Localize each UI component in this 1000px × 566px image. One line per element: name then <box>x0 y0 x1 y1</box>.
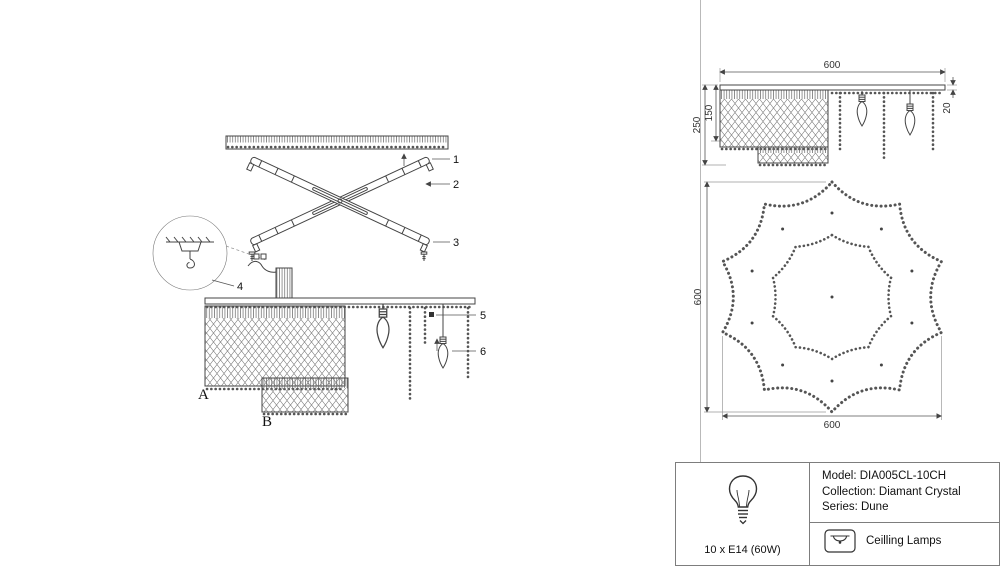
bulb-position-dots <box>750 211 914 383</box>
section-divider <box>700 0 701 462</box>
plan-view: 600 600 <box>693 179 944 431</box>
candle-bulb <box>856 90 868 127</box>
dim-side-height-total: 250 <box>692 116 703 133</box>
candle-bulb <box>437 332 449 369</box>
dim-plan-width: 600 <box>824 420 841 431</box>
callout-3: 3 <box>453 237 459 249</box>
dim-side-height-band: 150 <box>704 104 715 121</box>
candle-bulb <box>904 99 916 136</box>
callout-2: 2 <box>453 179 459 191</box>
spec-panel: 10 x E14 (60W) Model: DIA005CL-10CH Coll… <box>675 462 1000 566</box>
outer-crystal-ring <box>720 179 944 415</box>
callout-5: 5 <box>480 310 486 322</box>
callout-6: 6 <box>480 346 486 358</box>
spec-divider <box>810 521 999 523</box>
crystal-panel-b: B <box>261 377 349 430</box>
panel-b-label: B <box>262 414 272 430</box>
side-panel-a <box>719 89 829 151</box>
callout-1: 1 <box>453 154 459 166</box>
cross-mounting-brackets <box>246 156 434 253</box>
side-view: 600 250 150 20 <box>692 60 957 167</box>
dim-plate-thickness: 20 <box>942 102 953 114</box>
inner-crystal-ring <box>771 233 893 361</box>
bulb-count-label: 10 x E14 (60W) <box>704 544 781 556</box>
ceiling-lamp-icon <box>824 528 856 553</box>
assembly-diagram: 1 2 3 4 <box>152 135 486 430</box>
callout-leaders: 1 2 3 <box>425 154 459 249</box>
crystal-panel-a: A <box>198 305 346 403</box>
screw <box>420 251 428 262</box>
canopy-and-wire <box>247 253 293 299</box>
callout-4: 4 <box>237 281 243 293</box>
candle-bulb <box>376 303 390 349</box>
bulb-spec-cell: 10 x E14 (60W) <box>676 463 810 565</box>
model-label: Model: DIA005CL-10CH <box>822 470 947 482</box>
side-ceiling-plate <box>719 84 946 91</box>
crystal-strip <box>225 135 449 150</box>
panel-a-label: A <box>198 387 209 403</box>
mounting-bracket-2 <box>246 156 430 253</box>
dim-plan-height: 600 <box>693 288 704 305</box>
series-label: Series: Dune <box>822 501 889 513</box>
side-panel-b <box>757 146 829 167</box>
category-label: Ceilling Lamps <box>866 534 942 547</box>
product-spec-cell: Model: DIA005CL-10CH Collection: Diamant… <box>810 463 999 565</box>
collection-label: Collection: Diamant Crystal <box>822 485 961 498</box>
bulb-icon <box>728 475 757 525</box>
dim-side-width: 600 <box>824 60 841 71</box>
callout-leaders-2: 5 6 <box>429 310 486 358</box>
